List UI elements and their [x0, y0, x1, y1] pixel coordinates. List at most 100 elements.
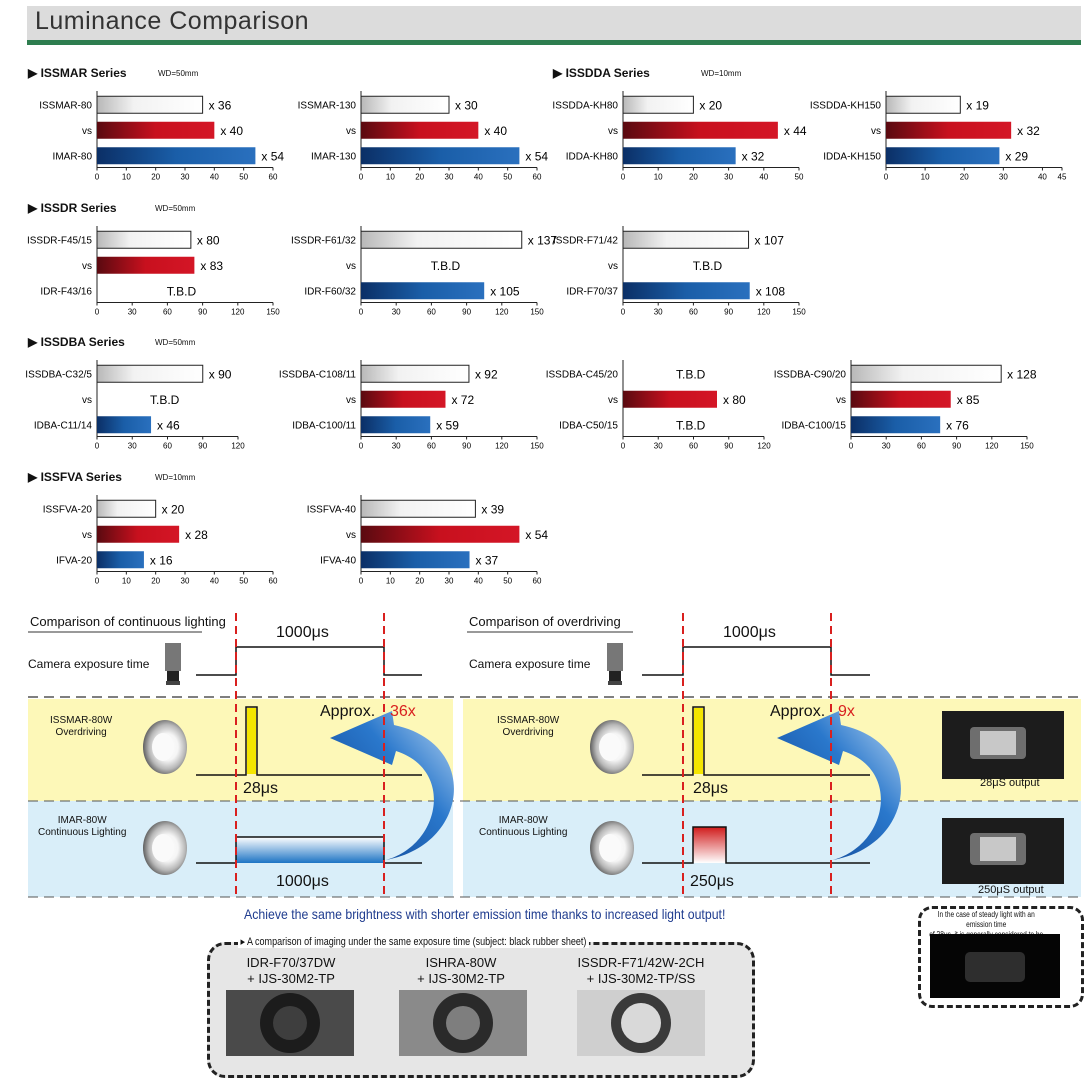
data-label: x 37	[476, 553, 499, 567]
bar	[622, 230, 750, 249]
pulse-fill	[694, 708, 703, 774]
x-tick-label: 60	[689, 308, 698, 317]
bar	[623, 282, 750, 300]
bar	[361, 416, 431, 434]
data-label: x 40	[220, 124, 243, 138]
x-tick-label: 0	[359, 173, 364, 182]
photo-caption: 28μS output	[980, 777, 1040, 789]
sample-image-medium	[399, 990, 527, 1056]
category-label: IMAR-130	[311, 151, 356, 162]
x-tick-label: 30	[882, 442, 891, 451]
x-tick-label: 30	[392, 308, 401, 317]
x-tick-label: 60	[689, 442, 698, 451]
x-tick-label: 90	[724, 308, 733, 317]
x-tick-label: 60	[533, 577, 542, 586]
x-tick-label: 30	[999, 173, 1008, 182]
x-tick-label: 0	[621, 308, 626, 317]
title-bar	[27, 6, 1081, 40]
x-tick-label: 90	[198, 308, 207, 317]
x-tick-label: 20	[689, 173, 698, 182]
overdrive-pulse-right	[642, 706, 870, 776]
x-tick-label: 10	[921, 173, 930, 182]
category-label: ISSMAR-130	[298, 100, 357, 111]
x-tick-label: 120	[495, 308, 509, 317]
data-label: x 30	[455, 98, 478, 112]
comparison-photos	[226, 990, 705, 1056]
x-tick-label: 150	[530, 308, 544, 317]
approx-label: Approx.	[770, 703, 826, 720]
bar	[97, 525, 180, 543]
x-tick-label: 60	[163, 442, 172, 451]
x-tick-label: 120	[757, 308, 771, 317]
overdriving-heading: Comparison of overdriving	[469, 614, 621, 629]
tbd-label: T.B.D	[167, 284, 197, 298]
factor-label: 9x	[838, 703, 855, 720]
x-tick-label: 60	[427, 308, 436, 317]
x-tick-label: 40	[210, 577, 219, 586]
x-tick-label: 30	[128, 442, 137, 451]
x-tick-label: 10	[122, 577, 131, 586]
bar	[851, 390, 951, 408]
data-label: x 72	[451, 393, 474, 407]
bar	[623, 147, 736, 165]
x-tick-label: 40	[474, 577, 483, 586]
category-label: vs	[608, 126, 618, 137]
x-tick-label: 30	[181, 173, 190, 182]
bar	[96, 364, 204, 383]
comparison-title: ▸ A comparison of imaging under the same…	[238, 935, 589, 948]
x-tick-label: 90	[724, 442, 733, 451]
category-label: vs	[346, 530, 356, 541]
data-label: x 80	[197, 233, 220, 247]
tbd-label: T.B.D	[431, 259, 461, 273]
x-tick-label: 20	[415, 577, 424, 586]
x-tick-label: 10	[122, 173, 131, 182]
category-label: vs	[836, 395, 846, 406]
category-label: IDBA-C100/15	[782, 420, 847, 431]
x-tick-label: 120	[985, 442, 999, 451]
x-tick-label: 0	[359, 442, 364, 451]
x-tick-label: 90	[198, 442, 207, 451]
series-heading-issdr: ▶ ISSDR Series	[28, 201, 117, 215]
x-tick-label: 90	[462, 442, 471, 451]
x-tick-label: 30	[445, 577, 454, 586]
pulse-fill	[247, 708, 256, 774]
output-photo-250us	[942, 818, 1064, 884]
overdrive-250-fill	[693, 827, 726, 863]
data-label: x 46	[157, 418, 180, 432]
wd-issdr: WD=50mm	[155, 204, 196, 213]
bar	[96, 230, 192, 249]
approx-label: Approx.	[320, 703, 376, 720]
category-label: ISSDBA-C90/20	[774, 369, 847, 380]
data-label: x 36	[209, 98, 232, 112]
x-tick-label: 0	[849, 442, 854, 451]
x-tick-label: 30	[128, 308, 137, 317]
bar	[97, 147, 256, 165]
bar	[886, 147, 1000, 165]
data-label: x 20	[162, 502, 185, 516]
bar	[361, 121, 479, 139]
tbd-label: T.B.D	[150, 393, 180, 407]
x-tick-label: 150	[530, 442, 544, 451]
output-photo-28us	[942, 711, 1064, 779]
series-heading-issfva: ▶ ISSFVA Series	[28, 470, 122, 484]
wd-issfva: WD=10mm	[155, 473, 196, 482]
bar	[360, 95, 450, 114]
continuous-heading: Comparison of continuous lighting	[30, 614, 226, 629]
x-tick-label: 20	[415, 173, 424, 182]
x-tick-label: 120	[231, 442, 245, 451]
data-label: x 39	[481, 502, 504, 516]
x-tick-label: 30	[445, 173, 454, 182]
factor-label: 36x	[390, 703, 416, 720]
bar	[97, 256, 195, 274]
category-label: IFVA-20	[56, 555, 92, 566]
category-label: IDDA-KH80	[566, 151, 619, 162]
bar	[360, 230, 523, 249]
x-tick-label: 40	[210, 173, 219, 182]
x-tick-label: 30	[654, 442, 663, 451]
